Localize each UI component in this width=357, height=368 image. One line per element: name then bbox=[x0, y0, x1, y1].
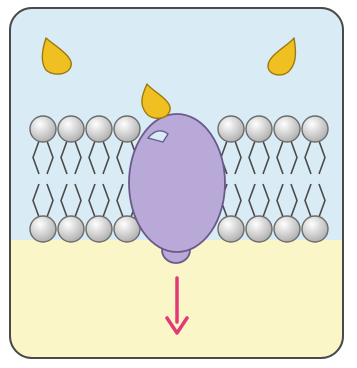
outer-leaflet-lipid-head bbox=[274, 116, 300, 142]
outer-leaflet-lipid-head bbox=[302, 116, 328, 142]
inner-leaflet-lipid-head bbox=[246, 216, 272, 242]
inner-leaflet-lipid-head bbox=[30, 216, 56, 242]
inner-leaflet-lipid-head bbox=[86, 216, 112, 242]
inner-leaflet-lipid-head bbox=[218, 216, 244, 242]
outer-leaflet-lipid-head bbox=[30, 116, 56, 142]
outer-leaflet-lipid-head bbox=[58, 116, 84, 142]
outer-leaflet-lipid-head bbox=[114, 116, 140, 142]
protein-body bbox=[129, 114, 225, 252]
outer-leaflet-lipid-head bbox=[246, 116, 272, 142]
inner-leaflet-lipid-head bbox=[274, 216, 300, 242]
outer-leaflet-lipid-head bbox=[218, 116, 244, 142]
inner-leaflet-lipid-head bbox=[58, 216, 84, 242]
outer-leaflet-lipid-head bbox=[86, 116, 112, 142]
inner-leaflet-lipid-head bbox=[302, 216, 328, 242]
